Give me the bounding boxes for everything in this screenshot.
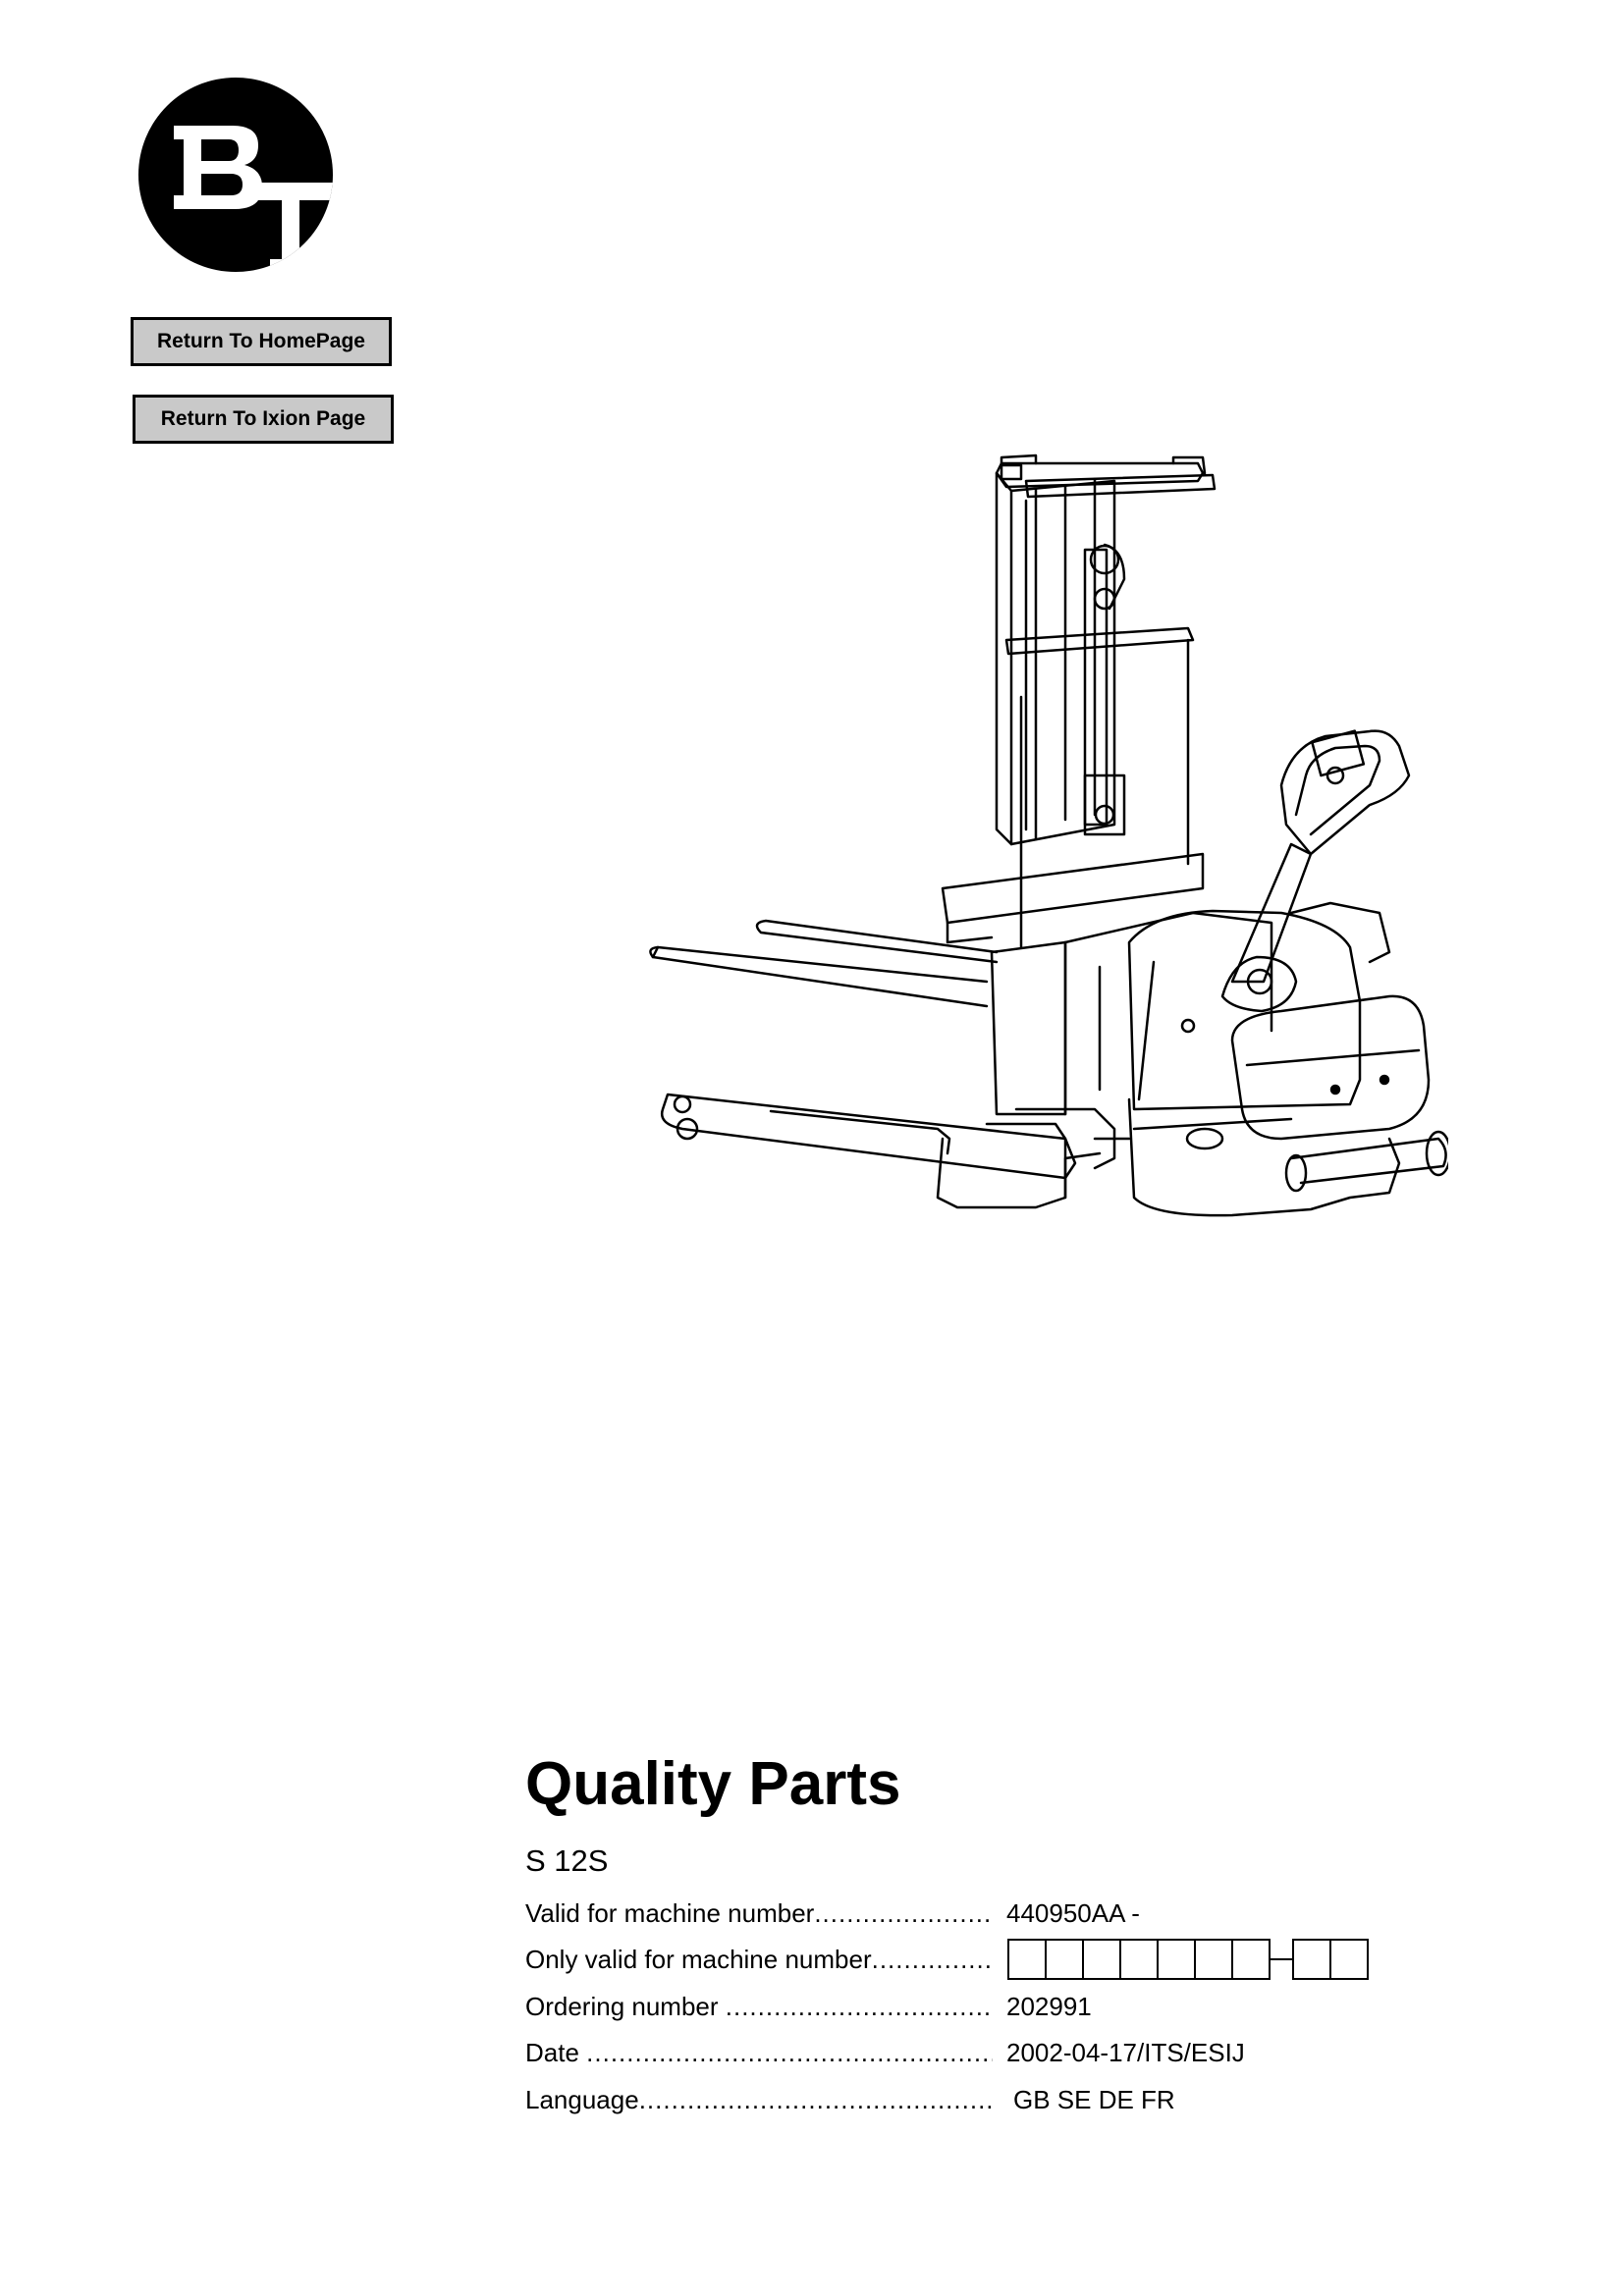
model-name: S 12S: [525, 1843, 609, 1878]
pallet-stacker-illustration: [649, 454, 1448, 1217]
only-valid-machine-row: Only valid for machine number...........…: [525, 1939, 1409, 1984]
ordering-number-value: 202991: [1006, 1992, 1092, 2021]
ordering-number-label: Ordering number: [525, 1992, 726, 2021]
language-row: Language................................…: [525, 2085, 1175, 2114]
only-valid-machine-label: Only valid for machine number: [525, 1945, 872, 1974]
document-title: Quality Parts: [525, 1750, 901, 1818]
valid-machine-row: Valid for machine number................…: [525, 1898, 1140, 1928]
date-label: Date: [525, 2038, 587, 2067]
language-value: GB SE DE FR: [1013, 2085, 1175, 2114]
valid-machine-value: 440950AA -: [1006, 1898, 1140, 1928]
return-to-ixion-page-button[interactable]: Return To Ixion Page: [133, 395, 394, 444]
date-row: Date ...................................…: [525, 2038, 1245, 2067]
language-label: Language: [525, 2085, 639, 2114]
machine-number-boxes: [1007, 1939, 1369, 1980]
valid-machine-label: Valid for machine number: [525, 1898, 815, 1928]
ordering-number-row: Ordering number ........................…: [525, 1992, 1092, 2021]
return-to-homepage-button[interactable]: Return To HomePage: [131, 317, 392, 366]
date-value: 2002-04-17/ITS/ESIJ: [1006, 2038, 1245, 2067]
bt-logo: [138, 78, 333, 272]
